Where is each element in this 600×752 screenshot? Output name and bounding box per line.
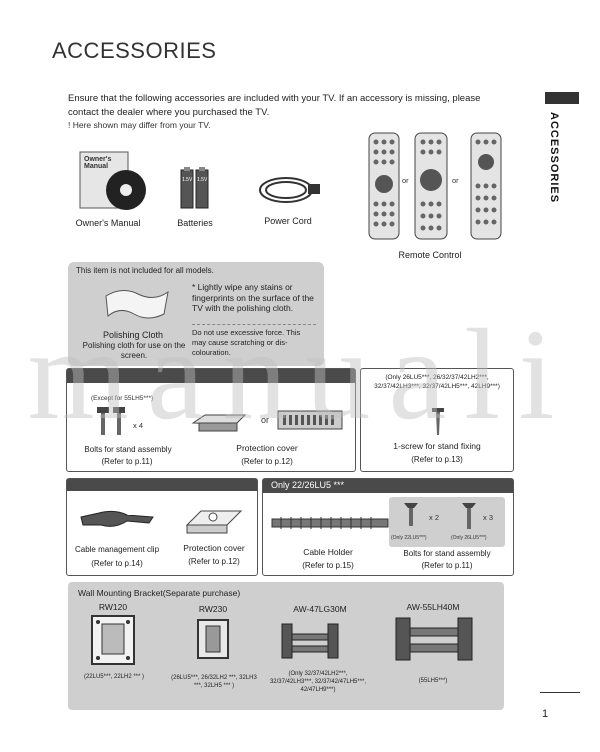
bracket-rw120-image xyxy=(90,614,136,666)
power-cord-image xyxy=(254,170,324,210)
cable-clip-section: Cable management clip (Refer to p.14) Pr… xyxy=(66,478,258,576)
wall-mount-section: Wall Mounting Bracket(Separate purchase)… xyxy=(68,582,504,710)
bracket-aw55-image xyxy=(394,614,474,664)
cable-clip-image xyxy=(79,505,155,533)
battery-label-2: 1.5V xyxy=(197,177,208,183)
protection-caption-a: Protection cover xyxy=(236,443,298,453)
protection-ref-a: (Refer to p.12) xyxy=(241,457,293,466)
polish-header: This item is not included for all models… xyxy=(76,266,214,275)
or-label-2: or xyxy=(452,176,459,185)
stand-screw-section: (Only 26LU5***, 26/32/37/42LH2***, 32/37… xyxy=(360,368,514,472)
lu5-header-bar: Only 22/26LU5 *** xyxy=(263,479,513,493)
batteries-image xyxy=(180,166,210,210)
cable-holder-caption: Cable Holder xyxy=(303,547,353,557)
bracket-rw120-models: (22LU5***, 22LH2 *** ) xyxy=(83,674,145,680)
bolts-ref-d: (Refer to p.11) xyxy=(421,561,473,570)
remote-control-1 xyxy=(368,132,400,240)
polishing-cloth-desc: Polishing cloth for use on the screen. xyxy=(82,341,186,360)
bolt-image xyxy=(95,405,129,437)
bracket-rw230-name: RW230 xyxy=(198,604,228,614)
bracket-aw47-models: (Only 32/37/42LH2***, 32/37/42LH3***, 32… xyxy=(269,671,367,693)
bracket-rw120-name: RW120 xyxy=(98,602,128,612)
lu5-accessories-section: Only 22/26LU5 *** Cable Holder (Refer to… xyxy=(262,478,514,576)
only-26-note: (Only 26LU5***) xyxy=(451,535,487,541)
cable-clip-caption: Cable management clip xyxy=(74,545,160,554)
remote-control-3 xyxy=(470,132,502,240)
protection-cover-image-1 xyxy=(191,405,247,435)
page-number-rule xyxy=(540,692,580,693)
owners-manual-caption: Owner's Manual xyxy=(75,218,141,228)
bracket-aw55-models: (55LH5***) xyxy=(418,678,448,684)
side-label: ACCESSORIES xyxy=(548,112,560,204)
stand-bolts-section: (Except for 55LH5***) x 4 Bolts for stan… xyxy=(66,368,356,472)
bolt-qty-3: x 3 xyxy=(483,513,494,522)
except-note: (Except for 55LH5***) xyxy=(91,395,154,402)
polishing-cloth-section: This item is not included for all models… xyxy=(68,262,324,366)
screw-models: (Only 26LU5***, 26/32/37/42LH2***, 32/37… xyxy=(374,374,500,390)
lu5-header: Only 22/26LU5 *** xyxy=(271,480,345,490)
cable-holder-image xyxy=(271,513,389,533)
intro-text: Ensure that the following accessories ar… xyxy=(68,93,481,118)
bolt-options-box: x 2 x 3 (Only 22LU5***) (Only 26LU5***) xyxy=(389,497,505,547)
batteries-caption: Batteries xyxy=(177,218,213,228)
manual-book-text: Owner's Manual xyxy=(84,156,112,170)
battery-label: 1.5V xyxy=(182,177,193,183)
screw-caption: 1-screw for stand fixing xyxy=(393,441,481,451)
or-label-3: or xyxy=(261,415,270,425)
bracket-aw47-image xyxy=(280,620,340,662)
bolt-long-image xyxy=(461,501,477,531)
bracket-rw230-models: (26LU5***, 26/32LH2 ***, 32LH3 ***, 32LH… xyxy=(171,675,257,689)
protection-cover-image-2 xyxy=(277,409,343,431)
protection-caption-c: Protection cover xyxy=(183,543,245,553)
screw-ref: (Refer to p.13) xyxy=(411,455,463,464)
polish-tip-2: Do not use excessive force. This may cau… xyxy=(192,328,301,357)
polishing-cloth-image xyxy=(102,284,172,324)
bolt-qty: x 4 xyxy=(133,421,144,430)
side-tab xyxy=(545,92,579,104)
cable-clip-ref: (Refer to p.14) xyxy=(91,559,143,568)
page-title: ACCESSORIES xyxy=(52,38,217,63)
cable-holder-ref: (Refer to p.15) xyxy=(302,561,354,570)
power-cord-caption: Power Cord xyxy=(264,216,312,226)
protection-ref-c: (Refer to p.12) xyxy=(188,557,240,566)
bolts-ref: (Refer to p.11) xyxy=(101,457,153,466)
page-number: 1 xyxy=(542,708,549,720)
bracket-rw230-image xyxy=(196,618,230,660)
bolt-qty-2: x 2 xyxy=(429,513,440,522)
stand-bolts-header-bar xyxy=(67,369,355,383)
bolt-short-image xyxy=(403,501,419,529)
polish-tip-1: * Lightly wipe any stains or fingerprint… xyxy=(192,282,314,313)
screw-image xyxy=(431,407,445,437)
bracket-aw47-name: AW-47LG30M xyxy=(293,604,347,614)
or-label-1: or xyxy=(402,176,409,185)
owners-manual-image xyxy=(78,150,148,212)
cable-clip-header-bar xyxy=(67,479,257,491)
wall-mount-header: Wall Mounting Bracket(Separate purchase) xyxy=(78,588,241,598)
bolts-caption-d: Bolts for stand assembly xyxy=(403,549,491,558)
remote-control-caption: Remote Control xyxy=(398,250,462,260)
bolts-caption: Bolts for stand assembly xyxy=(84,445,172,454)
bracket-aw55-name: AW-55LH40M xyxy=(406,602,460,612)
only-22-note: (Only 22LU5***) xyxy=(391,535,427,541)
protection-cover-image-3 xyxy=(183,503,243,537)
note-text: ! Here shown may differ from your TV. xyxy=(68,120,211,130)
polishing-cloth-title: Polishing Cloth xyxy=(102,330,164,340)
remote-control-2 xyxy=(414,132,448,240)
polish-divider xyxy=(192,324,316,325)
